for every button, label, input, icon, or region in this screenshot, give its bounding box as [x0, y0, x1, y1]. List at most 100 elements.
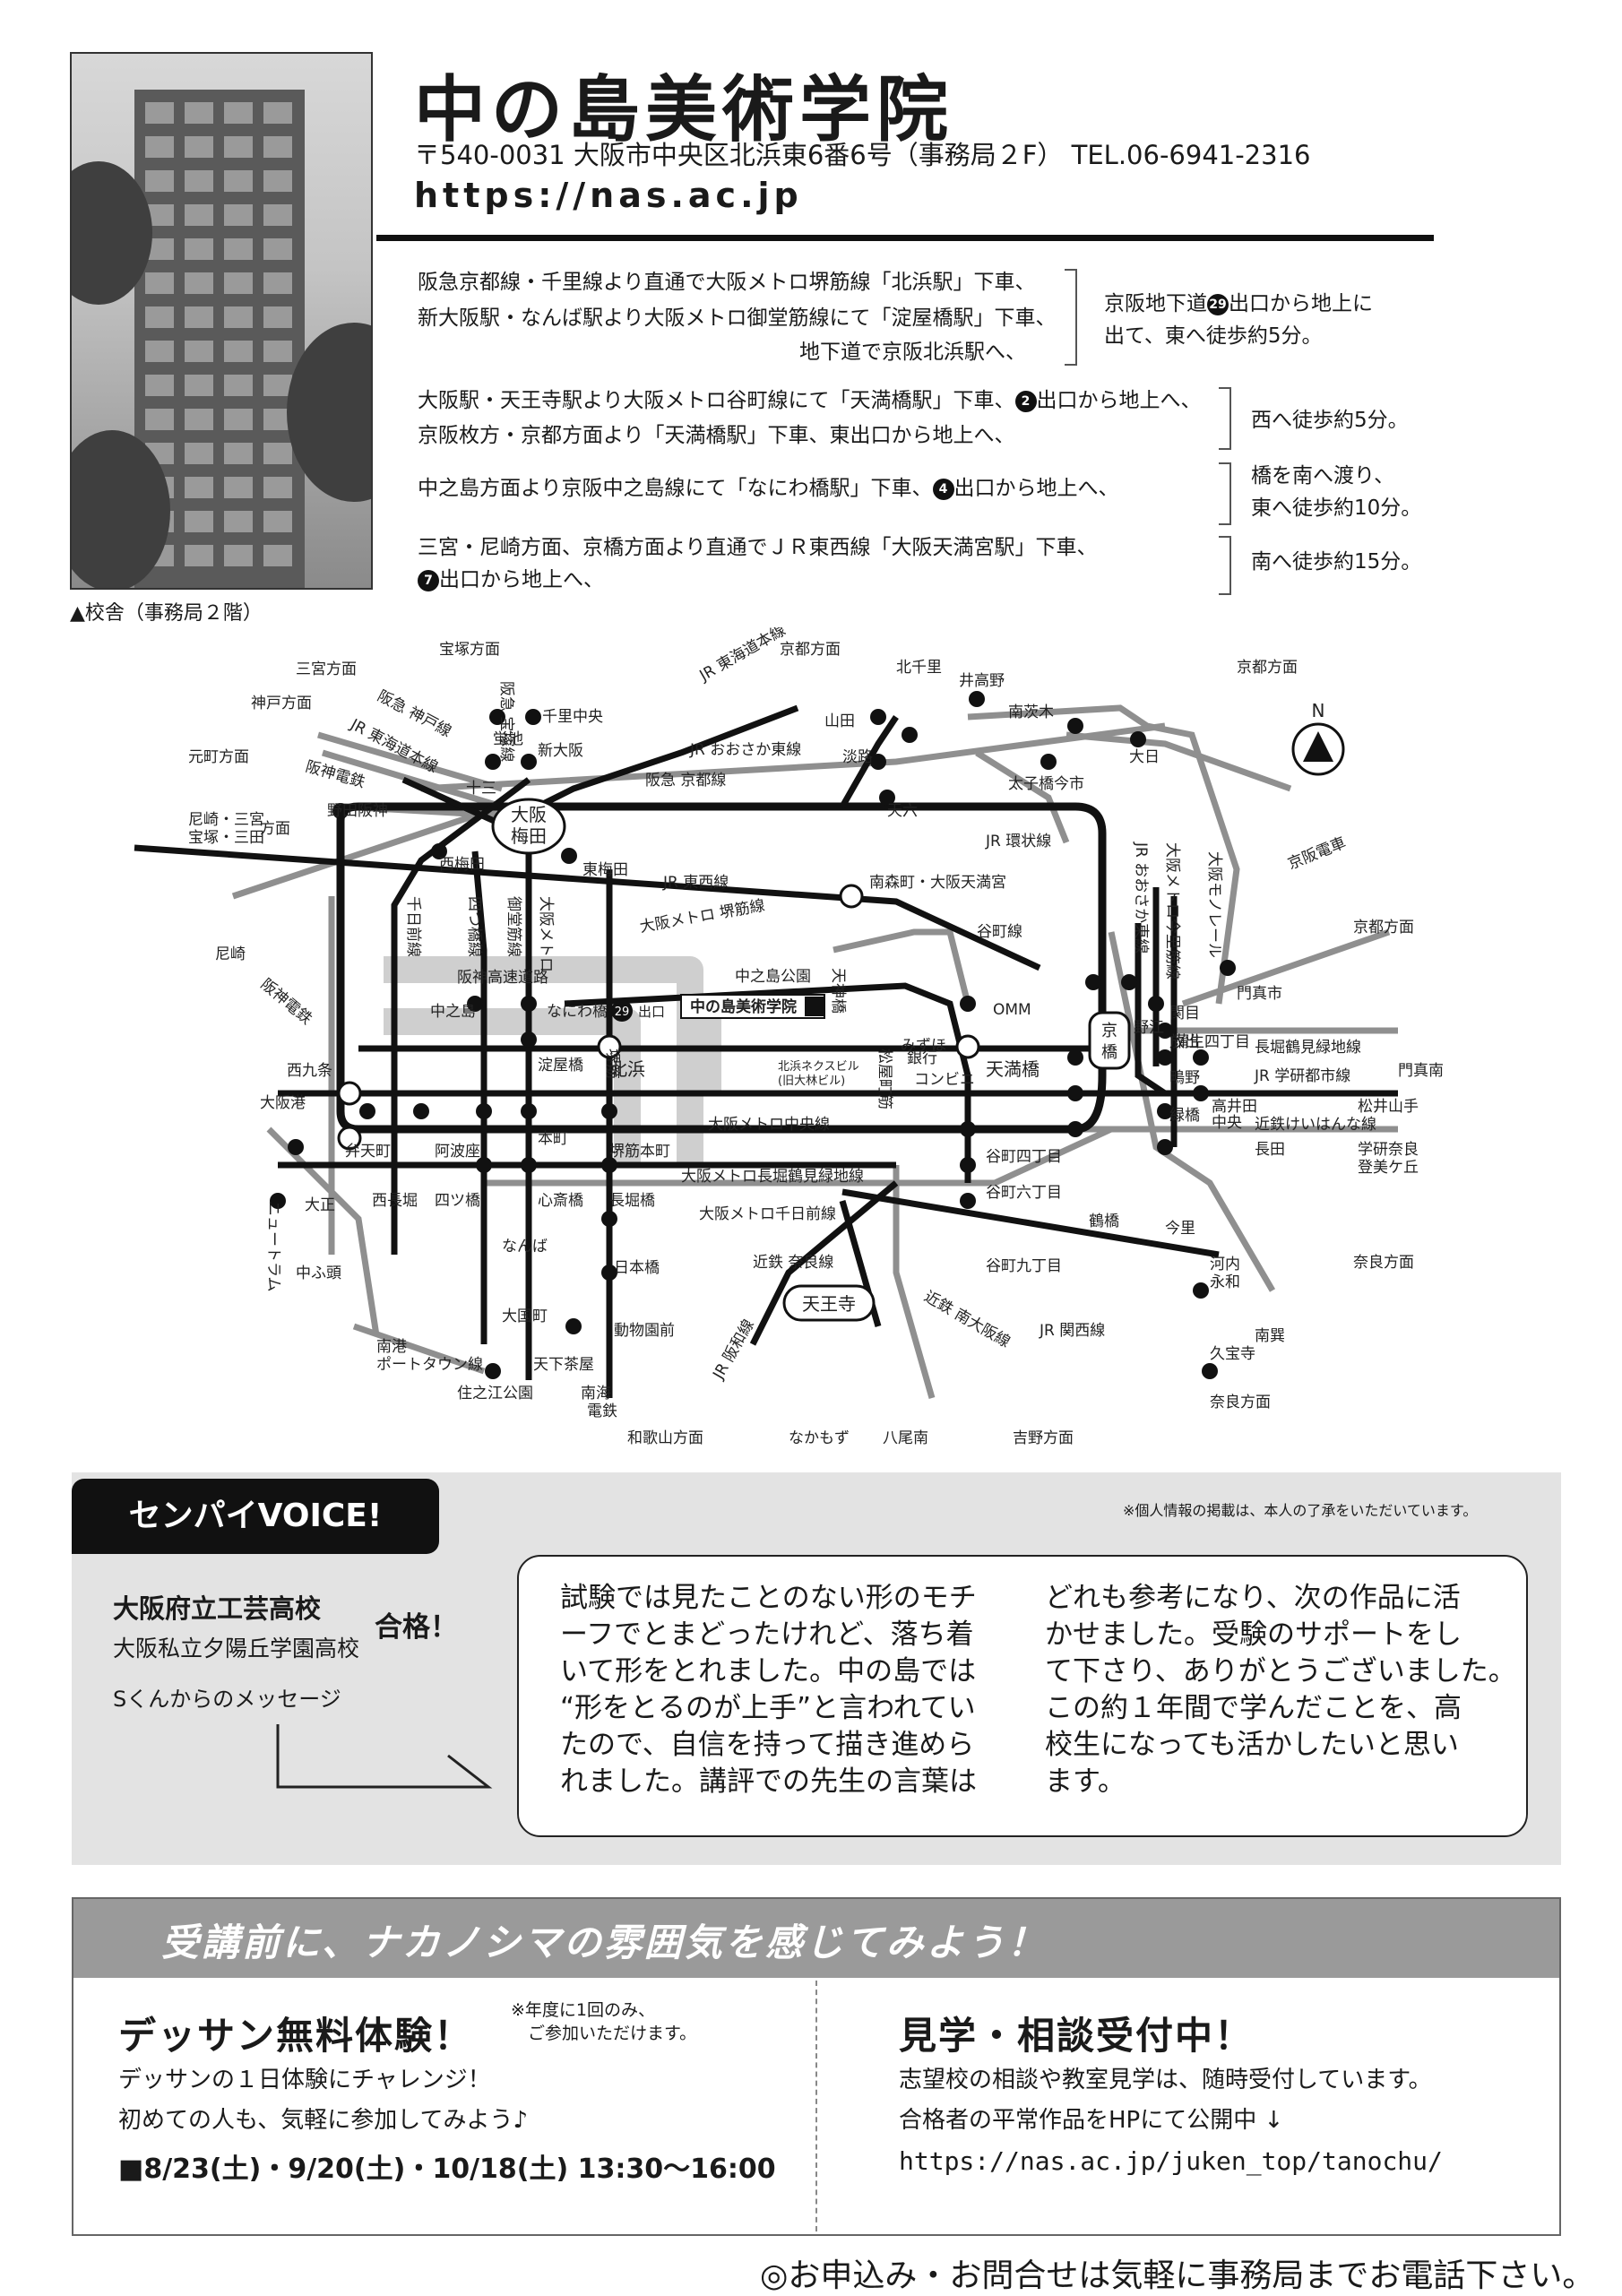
station-dots — [270, 691, 1236, 1379]
svg-text:太子橋今市: 太子橋今市 — [1008, 775, 1084, 793]
visit-url-link[interactable]: https://nas.ac.jp/juken_top/tanochu/ — [899, 2146, 1443, 2176]
message-from: Sくんからのメッセージ — [113, 1687, 341, 1712]
svg-text:大阪メトロ長堀鶴見緑地線: 大阪メトロ長堀鶴見緑地線 — [681, 1168, 864, 1186]
svg-text:吉野方面: 吉野方面 — [1013, 1429, 1074, 1447]
svg-text:大阪メトロ中央線: 大阪メトロ中央線 — [708, 1116, 830, 1134]
direction-dest-3a: 橋を南へ渡り、 — [1251, 464, 1395, 488]
direction-keihan: 京阪枚方・京都方面より「天満橋駅」下車、東出口から地上へ、 — [418, 424, 1015, 447]
svg-text:(旧大林ビル): (旧大林ビル) — [778, 1075, 845, 1088]
direction-midosuji: 新大阪駅・なんば駅より大阪メトロ御堂筋線にて「淀屋橋駅」下車、 — [418, 306, 1057, 330]
cta-box — [72, 1897, 1561, 2236]
svg-text:天神橋: 天神橋 — [829, 968, 847, 1014]
map-labels: 三宮方面 宝塚方面 京都方面 北千里 神戸方面 元町方面 尼崎・三宮 宝塚・三田… — [188, 641, 1444, 1447]
svg-text:蒲生四丁目: 蒲生四丁目 — [1174, 1033, 1250, 1051]
svg-text:阪急 宝塚線: 阪急 宝塚線 — [497, 681, 515, 762]
message-column-2: どれも参考になり、次の作品に活 かせました。受験のサポートをし て下さり、ありが… — [1045, 1582, 1516, 1798]
jr-tozai-line — [134, 844, 1041, 971]
svg-text:鴫野: 鴫野 — [1169, 1069, 1200, 1087]
svg-text:井高野: 井高野 — [959, 672, 1005, 690]
svg-text:中之島: 中之島 — [430, 1003, 476, 1021]
svg-text:長堀鶴見緑地線: 長堀鶴見緑地線 — [1255, 1039, 1361, 1057]
svg-text:松井山手: 松井山手 — [1358, 1098, 1419, 1116]
svg-text:谷町線: 谷町線 — [977, 923, 1022, 941]
svg-text:谷町九丁目: 谷町九丁目 — [986, 1257, 1062, 1275]
svg-text:日本橋: 日本橋 — [614, 1259, 660, 1277]
voice-tab: センパイVOICE! — [72, 1479, 439, 1554]
svg-text:門真南: 門真南 — [1398, 1062, 1444, 1080]
svg-text:近鉄 奈良線: 近鉄 奈良線 — [753, 1254, 833, 1272]
svg-text:神戸方面: 神戸方面 — [251, 695, 312, 712]
svg-text:北浜ネクスビル: 北浜ネクスビル — [778, 1060, 859, 1074]
svg-text:登美ケ丘: 登美ケ丘 — [1358, 1159, 1419, 1177]
school-url[interactable]: https://nas.ac.jp — [414, 176, 803, 215]
school-2: 大阪私立夕陽丘学園高校 — [113, 1636, 360, 1662]
svg-text:なんば: なんば — [502, 1238, 548, 1256]
svg-text:JR おおさか東線: JR おおさか東線 — [1132, 842, 1150, 954]
svg-text:京阪電車: 京阪電車 — [1285, 834, 1349, 874]
svg-text:淡路: 淡路 — [842, 748, 873, 766]
svg-text:大阪: 大阪 — [511, 804, 547, 825]
svg-text:N: N — [1312, 700, 1325, 721]
svg-text:奈良方面: 奈良方面 — [1353, 1254, 1414, 1272]
visit-title: 見学・相談受付中！ — [899, 2014, 1255, 2058]
svg-text:ポートタウン線: ポートタウン線 — [376, 1356, 483, 1374]
free-trial-note: ※年度に1回のみ、 ご参加いただけます。 — [511, 2000, 697, 2043]
svg-text:弁天町: 弁天町 — [345, 1143, 391, 1161]
cta-banner — [73, 1899, 1559, 1978]
svg-text:元町方面: 元町方面 — [188, 748, 249, 766]
svg-text:堺筋本町: 堺筋本町 — [609, 1143, 670, 1161]
svg-text:千里中央: 千里中央 — [542, 708, 603, 726]
free-trial-desc-2: 初めての人も、気軽に参加してみよう♪ — [118, 2107, 529, 2134]
svg-text:住之江公園: 住之江公園 — [457, 1385, 533, 1403]
svg-text:今里: 今里 — [1165, 1220, 1195, 1238]
svg-text:阪急 京都線: 阪急 京都線 — [645, 772, 726, 790]
svg-text:西梅田: 西梅田 — [439, 856, 485, 874]
svg-text:心斎橋: 心斎橋 — [538, 1192, 583, 1210]
svg-text:堺筋: 堺筋 — [603, 1049, 621, 1079]
svg-text:新大阪: 新大阪 — [538, 742, 583, 760]
privacy-note: ※個人情報の掲載は、本人の了承をいただいています。 — [1123, 1502, 1478, 1519]
photo-caption: ▲校舎（事務局２階） — [70, 602, 263, 625]
svg-text:南森町・大阪天満宮: 南森町・大阪天満宮 — [869, 874, 1006, 892]
direction-dest-1b: 出て、東へ徒歩約5分。 — [1104, 324, 1323, 348]
svg-text:南巽: 南巽 — [1255, 1327, 1285, 1345]
svg-text:天満橋: 天満橋 — [986, 1058, 1040, 1080]
svg-text:東梅田: 東梅田 — [582, 861, 628, 879]
svg-text:阪神高速道路: 阪神高速道路 — [457, 969, 548, 987]
visit-desc-1: 志望校の相談や教室見学は、随時受付しています。 — [899, 2067, 1432, 2093]
header-rule — [376, 235, 1434, 241]
svg-text:宝塚・三田: 宝塚・三田 — [188, 829, 264, 847]
svg-text:銀行: 銀行 — [907, 1049, 937, 1067]
svg-text:八尾南: 八尾南 — [883, 1429, 928, 1447]
hub-kyobashi: 京 橋 — [1088, 1011, 1131, 1070]
exit-number-badge: 2 — [1014, 390, 1037, 412]
direction-dest-4: 南へ徒歩約15分。 — [1251, 550, 1422, 574]
direction-underground: 地下道で京阪北浜駅へ、 — [799, 341, 1026, 364]
svg-text:山田: 山田 — [824, 712, 855, 730]
brace — [1219, 387, 1231, 450]
svg-text:淀屋橋: 淀屋橋 — [538, 1057, 583, 1075]
school-marker: 中の島美術学院 29 出口 — [611, 994, 825, 1022]
svg-text:JR 学研都市線: JR 学研都市線 — [1254, 1067, 1350, 1085]
svg-text:JR 環状線: JR 環状線 — [985, 833, 1051, 850]
svg-text:JR 関西線: JR 関西線 — [1039, 1322, 1105, 1340]
svg-text:南港: 南港 — [376, 1338, 407, 1356]
svg-text:和歌山方面: 和歌山方面 — [627, 1429, 703, 1447]
svg-text:四つ橋線: 四つ橋線 — [465, 896, 483, 957]
svg-text:本町: 本町 — [538, 1130, 568, 1148]
school-building-photo — [70, 52, 373, 590]
speech-pointer — [276, 1724, 493, 1789]
svg-text:四ツ橋: 四ツ橋 — [435, 1192, 480, 1210]
svg-text:中之島公園: 中之島公園 — [735, 968, 811, 986]
svg-text:学研奈良: 学研奈良 — [1358, 1141, 1419, 1159]
visit-desc-2: 合格者の平常作品をHPにて公開中 ↓ — [899, 2107, 1284, 2134]
svg-text:天王寺: 天王寺 — [802, 1293, 856, 1315]
brace — [1065, 269, 1077, 366]
cta-banner-text: 受講前に、ナカノシマの雰囲気を感じてみよう！ — [161, 1921, 1048, 1964]
free-trial-dates: ■8/23(土)・9/20(土)・10/18(土) 13:30〜16:00 — [118, 2154, 776, 2185]
brace — [1219, 462, 1231, 525]
svg-text:大阪メトロ今里筋線: 大阪メトロ今里筋線 — [1163, 842, 1181, 980]
svg-text:北浜: 北浜 — [609, 1058, 645, 1080]
footer-note: ◎お申込み・お問合せは気軽に事務局までお電話下さい。 — [760, 2257, 1595, 2294]
